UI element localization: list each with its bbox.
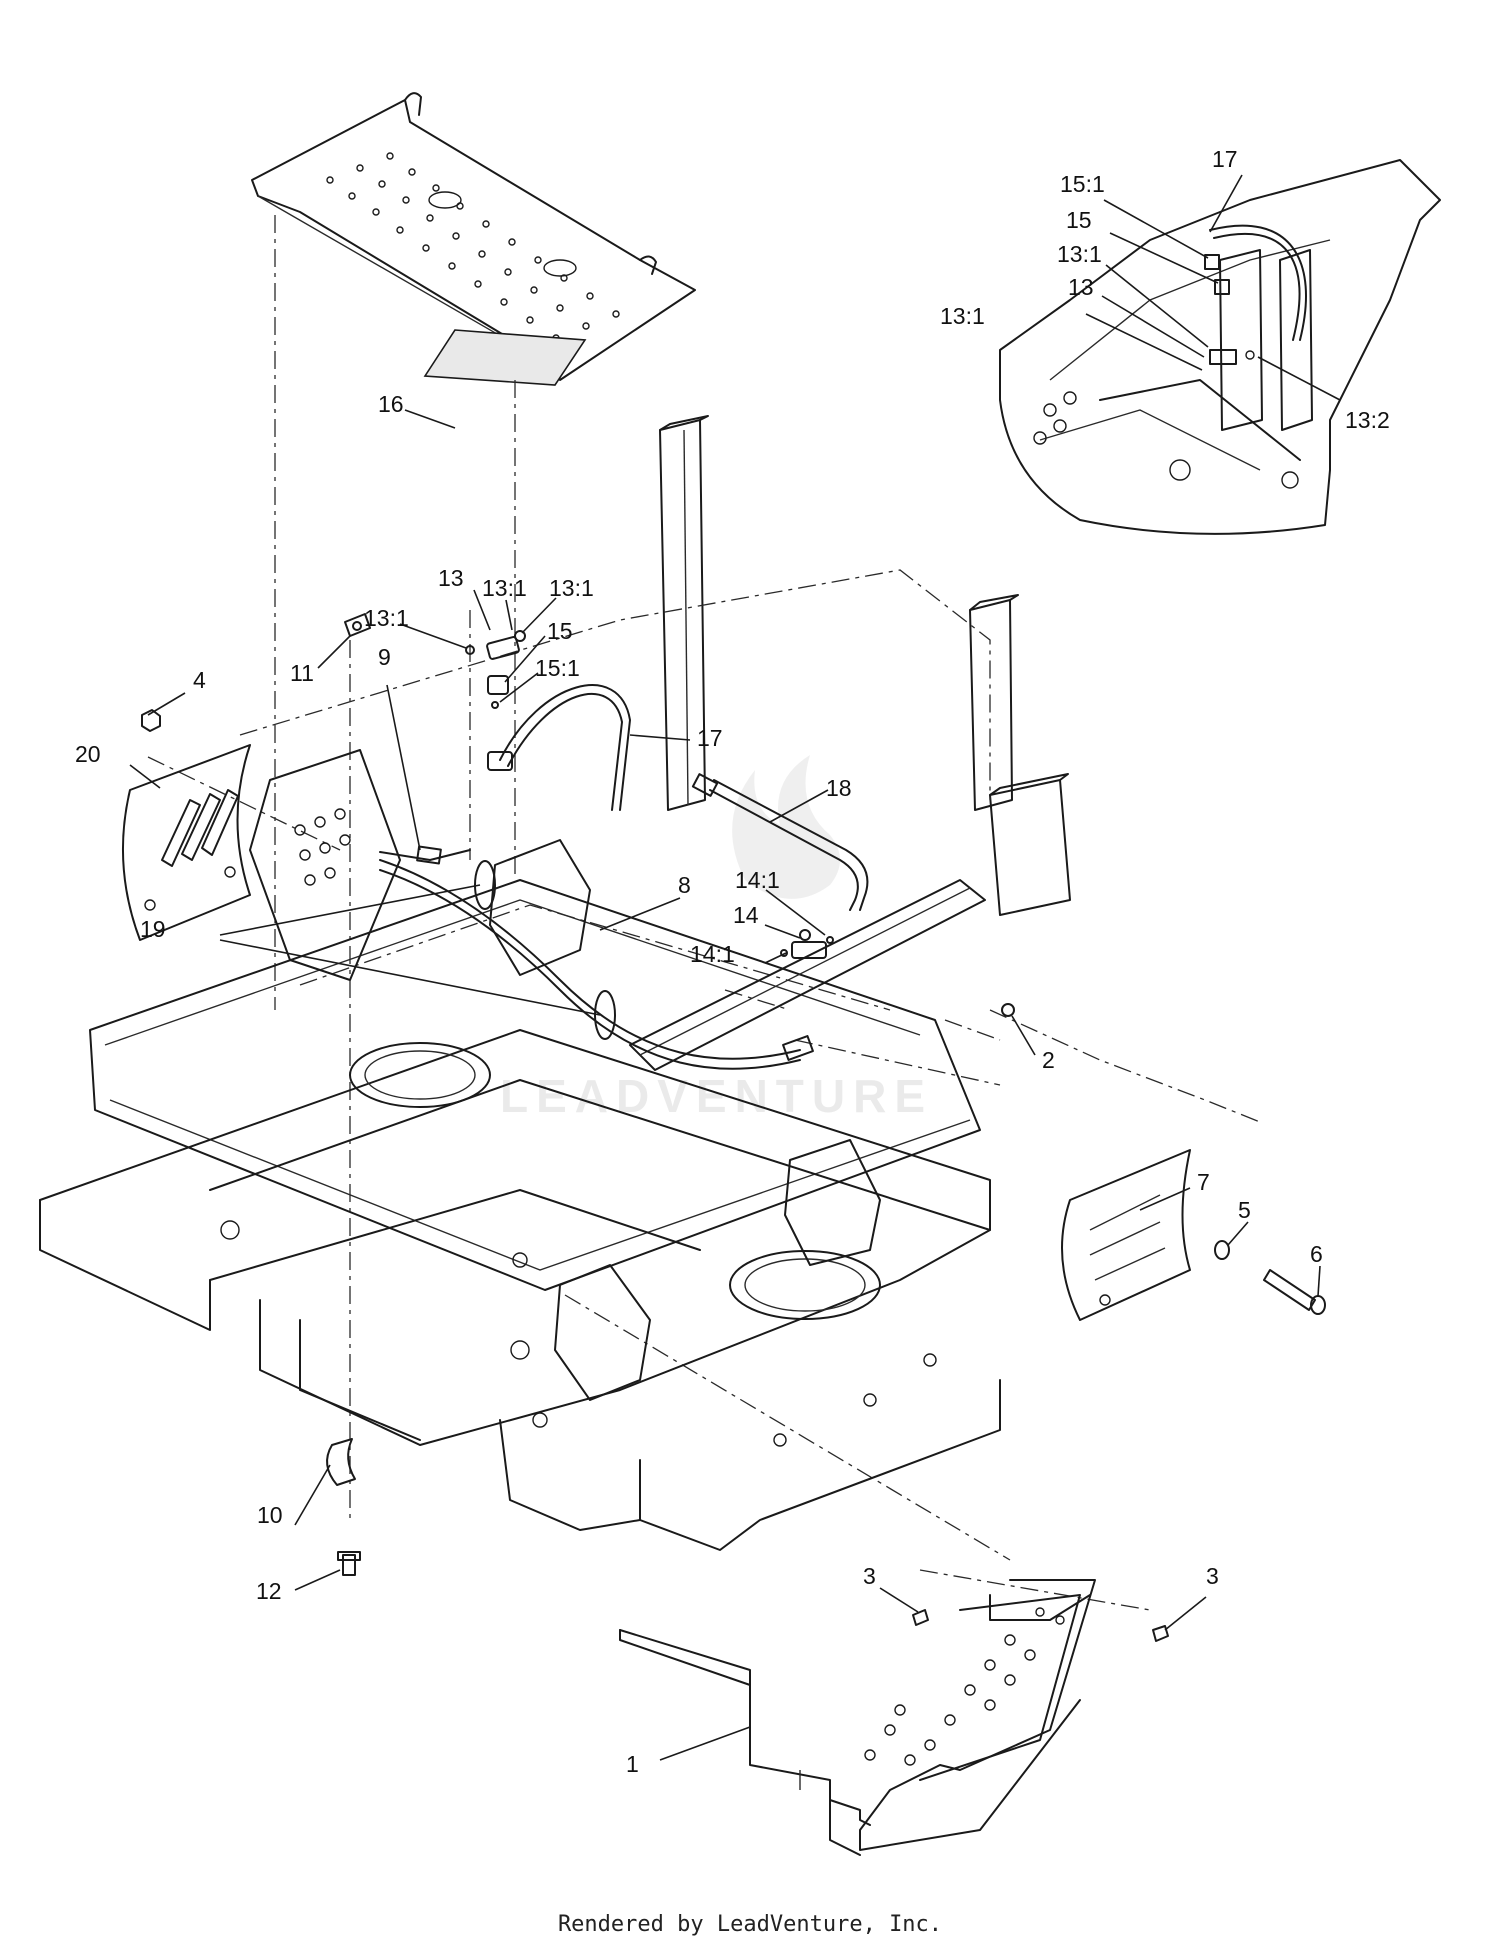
callout-13-inset: 13 bbox=[1068, 274, 1094, 300]
washer-5 bbox=[1214, 1240, 1230, 1260]
bolt-6 bbox=[1263, 1269, 1326, 1315]
callout-6: 6 bbox=[1310, 1241, 1323, 1267]
callout-13-main: 13 bbox=[438, 565, 464, 591]
callout-9: 9 bbox=[378, 644, 391, 670]
hose-18 bbox=[691, 773, 869, 911]
frame-holes bbox=[294, 808, 351, 886]
callout-2: 2 bbox=[1042, 1047, 1055, 1073]
callout-13-2-inset: 13:2 bbox=[1345, 407, 1390, 433]
bracket-holes bbox=[864, 1607, 1065, 1766]
hose-17-main bbox=[499, 684, 631, 811]
callout-13-1a-inset: 13:1 bbox=[1057, 241, 1102, 267]
clamp-10 bbox=[326, 1438, 356, 1486]
callout-5: 5 bbox=[1238, 1197, 1251, 1223]
rendered-by-footer: Rendered by LeadVenture, Inc. bbox=[557, 1912, 943, 1937]
callout-14: 14 bbox=[733, 902, 759, 928]
bolt-3-left bbox=[912, 1609, 929, 1626]
callout-13-1b-inset: 13:1 bbox=[940, 303, 985, 329]
callout-17-main: 17 bbox=[697, 725, 723, 751]
fitting-15-main bbox=[487, 675, 509, 709]
plate-perforations bbox=[326, 152, 620, 342]
callout-14-1-bottom: 14:1 bbox=[690, 941, 735, 967]
callout-12: 12 bbox=[256, 1578, 282, 1604]
callout-15-main: 15 bbox=[547, 618, 573, 644]
bolt-12 bbox=[337, 1551, 361, 1576]
callout-13-1-left: 13:1 bbox=[364, 605, 409, 631]
clamp-11 bbox=[344, 613, 371, 637]
watermark-logo: LEADVENTURE bbox=[500, 755, 933, 1122]
nut-2 bbox=[1001, 1003, 1015, 1017]
callout-20: 20 bbox=[75, 741, 101, 767]
floor-plate-16 bbox=[251, 92, 696, 381]
callout-1: 1 bbox=[626, 1751, 639, 1777]
watermark-text: LEADVENTURE bbox=[500, 1070, 933, 1122]
callout-18: 18 bbox=[826, 775, 852, 801]
fitting-14 bbox=[780, 929, 834, 959]
callout-13-1-right: 13:1 bbox=[549, 575, 594, 601]
alignment-lines bbox=[147, 215, 1261, 1611]
callout-13-1-top: 13:1 bbox=[482, 575, 527, 601]
nut-4 bbox=[141, 709, 161, 732]
side-cover-20 bbox=[121, 744, 251, 941]
callout-15-inset: 15 bbox=[1066, 207, 1092, 233]
callout-3-right: 3 bbox=[1206, 1563, 1219, 1589]
inset-detail bbox=[999, 159, 1441, 535]
decal-16 bbox=[423, 329, 587, 386]
leader-lines bbox=[129, 174, 1341, 1761]
callout-15-1-main: 15:1 bbox=[535, 655, 580, 681]
callout-labels: 17 15:1 15 13:1 13 13:1 13:2 16 13:1 13 … bbox=[75, 146, 1390, 1777]
callout-15-1-inset: 15:1 bbox=[1060, 171, 1105, 197]
fitting-13-main bbox=[465, 630, 526, 660]
callout-14-1-top: 14:1 bbox=[735, 867, 780, 893]
main-frame bbox=[39, 415, 1071, 1551]
fitting-17-elbow bbox=[487, 751, 513, 771]
callout-16: 16 bbox=[378, 391, 404, 417]
callout-3-left: 3 bbox=[863, 1563, 876, 1589]
callout-19: 19 bbox=[140, 916, 166, 942]
bolt-3-right bbox=[1152, 1625, 1169, 1642]
callout-7: 7 bbox=[1197, 1169, 1210, 1195]
callout-17-inset: 17 bbox=[1212, 146, 1238, 172]
footrest-bracket-1 bbox=[619, 1579, 1096, 1856]
callout-10: 10 bbox=[257, 1502, 283, 1528]
callout-11: 11 bbox=[290, 660, 314, 686]
hose-9 bbox=[379, 845, 471, 865]
clips-19 bbox=[474, 860, 616, 1040]
callout-8: 8 bbox=[678, 872, 691, 898]
callout-4: 4 bbox=[193, 667, 206, 693]
side-cover-7 bbox=[1061, 1149, 1191, 1321]
hose-8 bbox=[379, 859, 814, 1070]
